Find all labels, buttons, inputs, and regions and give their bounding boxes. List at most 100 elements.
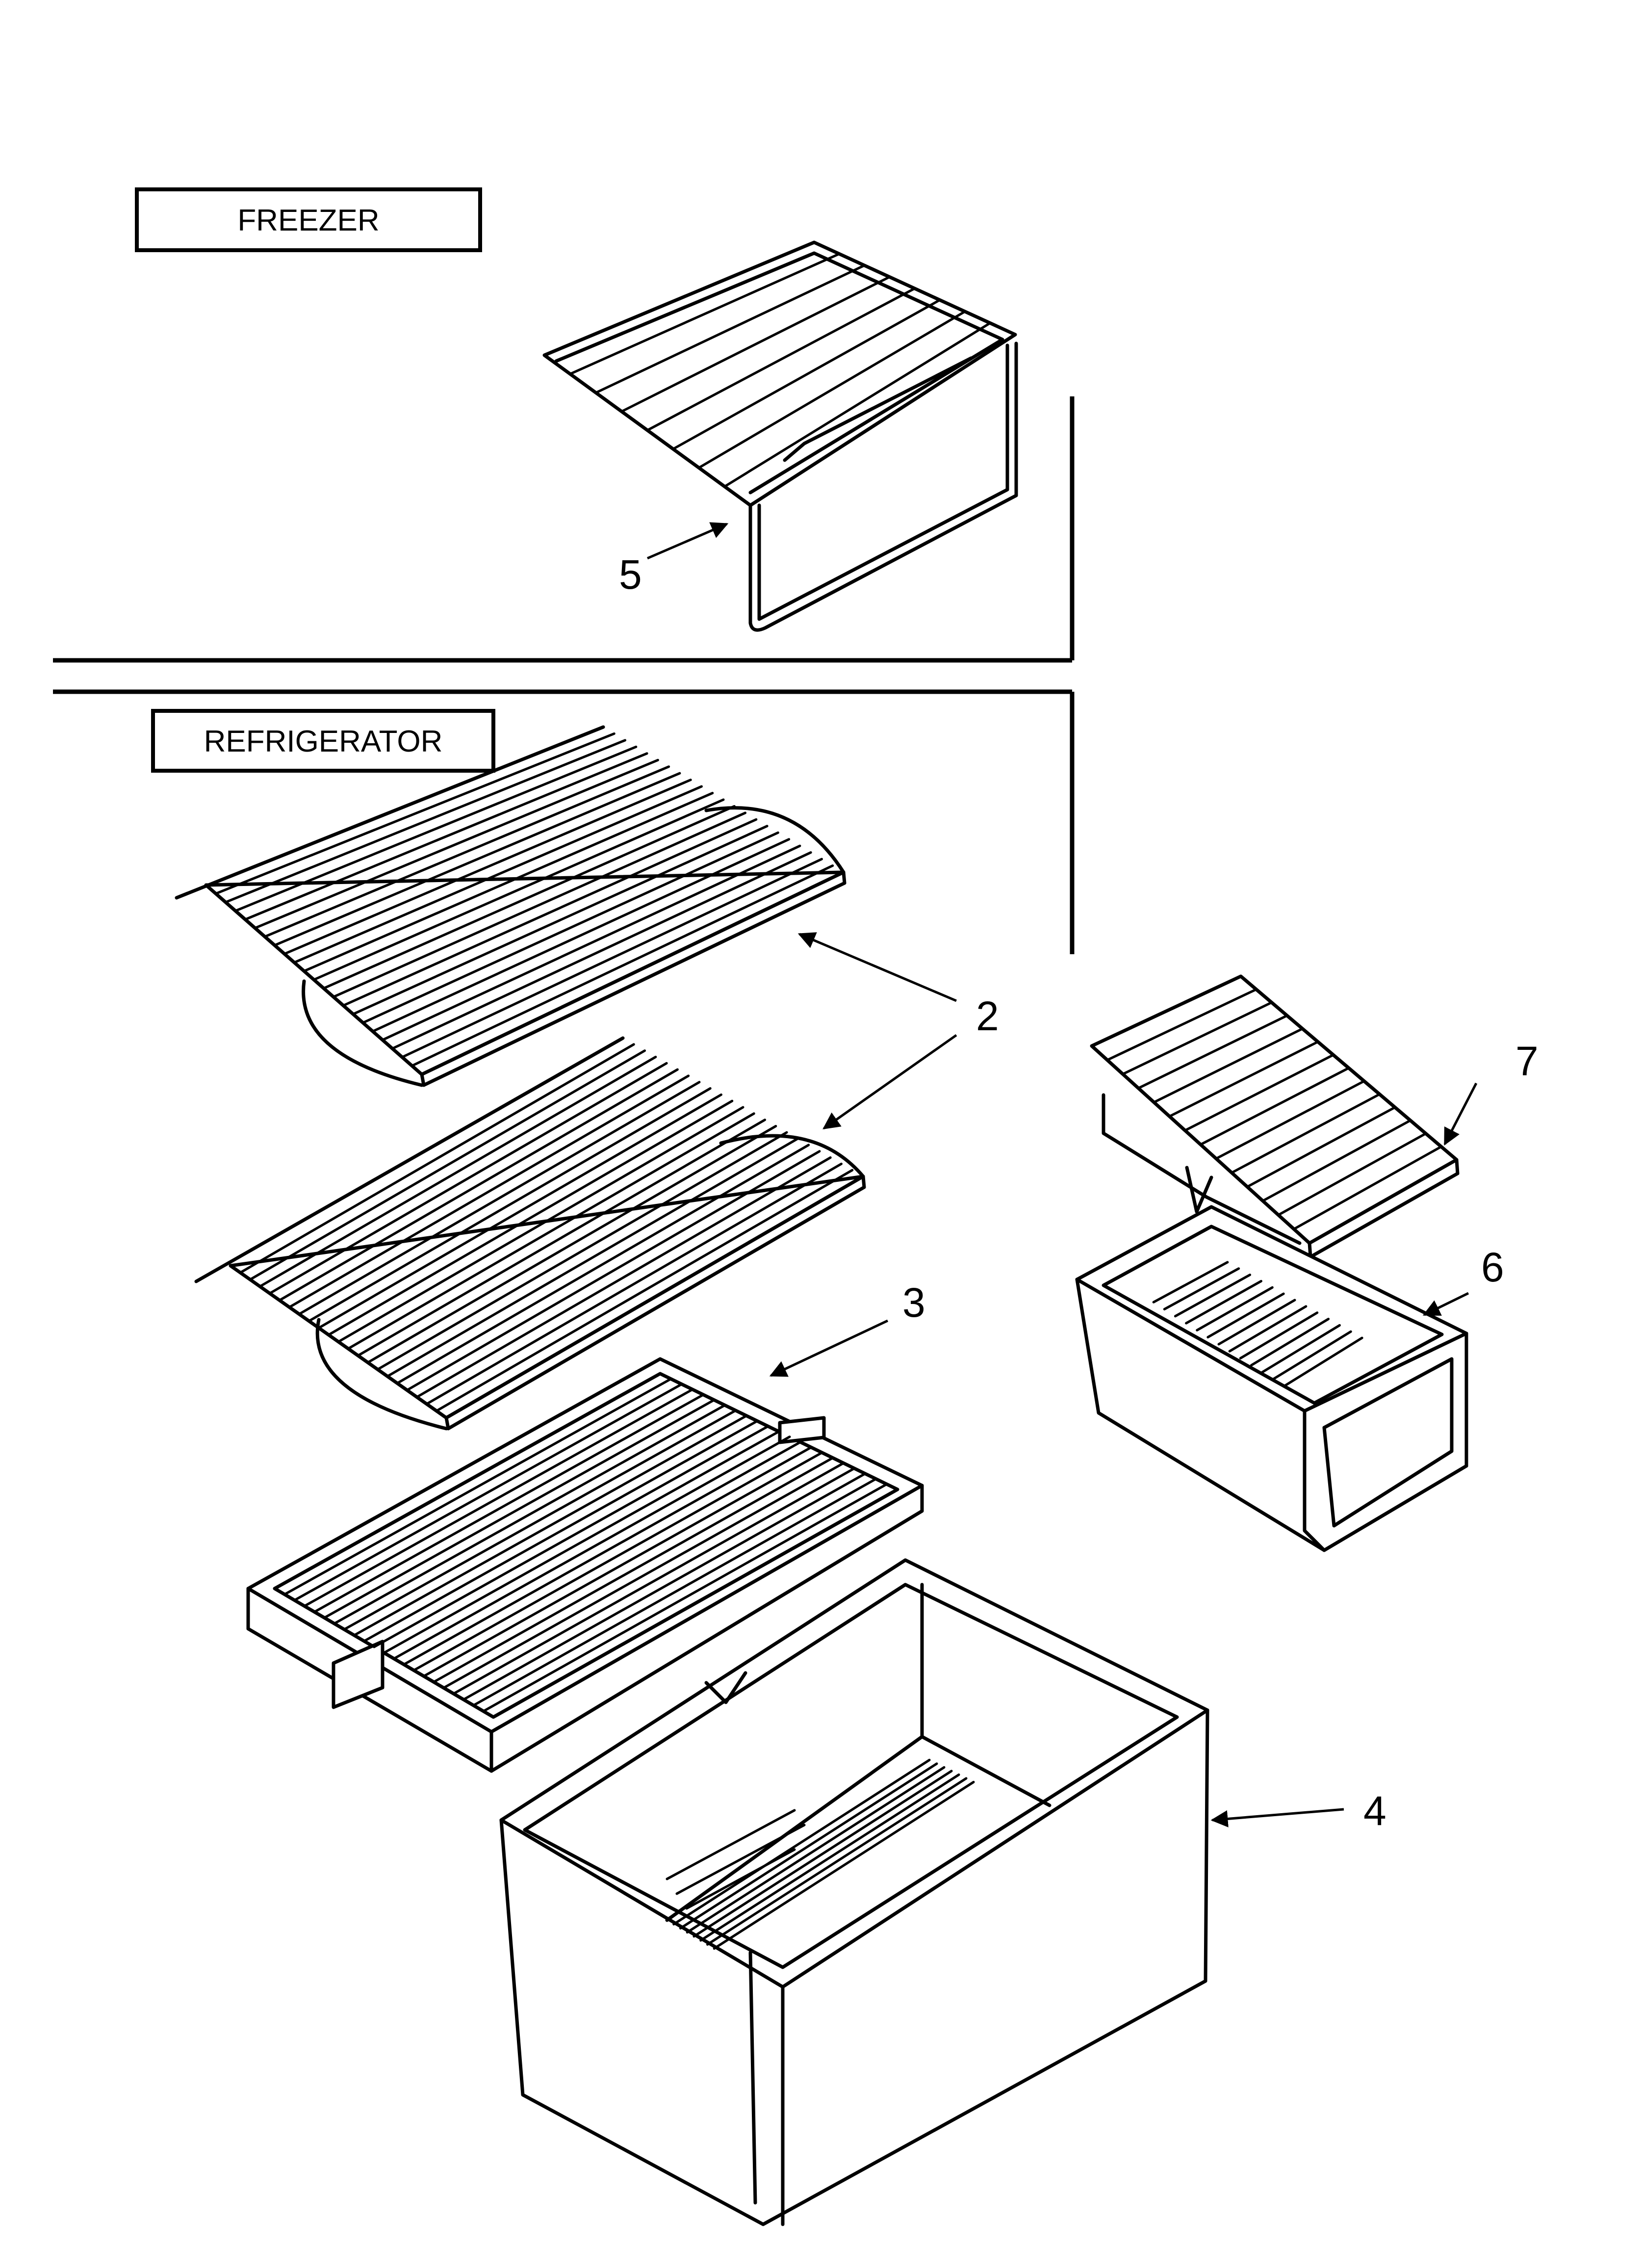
deli-drawer-rib (1163, 1267, 1240, 1311)
lower-shelf-rod (415, 1156, 832, 1399)
crisper-cover-rib (283, 1378, 672, 1596)
upper-shelf-rod (214, 732, 616, 895)
deli-shelf-rod (1199, 1067, 1350, 1146)
leader-7 (1443, 1082, 1478, 1146)
crisper-pan-rib (686, 1766, 946, 1934)
freezer-shelf-rods (569, 253, 992, 488)
leader-5 (647, 522, 729, 560)
freezer-shelf-rod (672, 299, 941, 450)
freezer-shelf-rod (697, 310, 966, 469)
crisper-cover-rib (383, 1430, 780, 1654)
lower-shelf-rod (376, 1131, 788, 1371)
crisper-cover-ribs (283, 1378, 888, 1713)
deli-drawer-rib (1174, 1274, 1252, 1318)
deli-shelf-rod (1121, 1001, 1273, 1075)
freezer-section-border (53, 396, 1075, 663)
deli-shelf-rod (1153, 1027, 1304, 1104)
callout-7: 7 (1515, 1038, 1539, 1084)
crisper-cover-rib (373, 1425, 770, 1648)
lower-shelf-rod (366, 1124, 777, 1364)
upper-shelf-rod (332, 811, 747, 998)
crisper-cover-rib (333, 1404, 726, 1625)
deli-shelf-rod (1183, 1053, 1335, 1132)
upper-shelf-rod (263, 765, 670, 938)
deli-drawer-rib (1261, 1324, 1341, 1374)
upper-shelf-rod (342, 818, 758, 1007)
freezer-wire-shelf (542, 240, 1018, 632)
callout-3: 3 (902, 1279, 925, 1326)
lower-shelf-rod (278, 1068, 679, 1302)
upper-shelf-rods (214, 732, 834, 1067)
lower-shelf-rod (357, 1119, 767, 1357)
deli-shelf-rod (1292, 1145, 1443, 1230)
upper-shelf-rod (244, 752, 648, 921)
callout-6: 6 (1481, 1244, 1504, 1290)
leader-lines (647, 522, 1478, 1827)
crisper-cover-rib (412, 1446, 813, 1672)
upper-shelf-rod (352, 825, 769, 1016)
upper-shelf-rod (410, 864, 834, 1067)
leader-2-lower (822, 1034, 957, 1130)
upper-shelf-rod (283, 779, 692, 955)
deli-shelf-rod (1215, 1080, 1365, 1160)
upper-shelf-rod (391, 851, 812, 1050)
lower-shelf-rod (347, 1112, 755, 1350)
crisper-pan-rib (679, 1762, 938, 1929)
upper-shelf-rod (234, 745, 638, 912)
deli-drawer-rib (1206, 1292, 1285, 1339)
upper-shelf-rod (312, 798, 725, 981)
callout-2: 2 (976, 993, 999, 1039)
upper-shelf-rod (254, 758, 659, 930)
upper-wire-shelf (175, 725, 847, 1087)
crisper-cover-rib (452, 1467, 856, 1695)
leader-3 (769, 1319, 889, 1377)
upper-shelf-rod (293, 785, 703, 964)
deli-drawer-rib (1228, 1305, 1308, 1353)
deli-drawer-rib (1152, 1261, 1229, 1303)
deli-drawer-ribs (1152, 1261, 1363, 1388)
deli-shelf-rods (1106, 988, 1443, 1230)
deli-drawer-rib (1239, 1311, 1319, 1360)
crisper-cover-rib (343, 1409, 737, 1631)
lower-shelf-rod (317, 1093, 722, 1330)
crisper-pan (499, 1558, 1209, 2226)
refrigerator-section-border (53, 689, 1075, 954)
deli-shelf (1090, 974, 1460, 1259)
upper-shelf-rod (303, 792, 714, 972)
crisper-cover-tray (246, 1357, 924, 1773)
lower-shelf-rod (406, 1150, 821, 1392)
crisper-cover-rib (472, 1478, 877, 1707)
lower-shelf-rod (308, 1087, 712, 1323)
crisper-cover-rib (303, 1388, 694, 1608)
freezer-label-box: FREEZER (135, 187, 482, 252)
callout-numbers: 5 2 3 4 6 7 (619, 551, 1539, 1834)
deli-drawer-rib (1272, 1330, 1352, 1381)
crisper-cover-rib (422, 1451, 823, 1678)
lower-wire-shelf (194, 1036, 866, 1431)
crisper-cover-rib (323, 1399, 716, 1619)
crisper-pan-ribs (672, 1759, 975, 1950)
crisper-cover-rib (403, 1440, 802, 1666)
upper-shelf-rod (273, 772, 681, 947)
lower-shelf-rod (435, 1169, 854, 1412)
deli-shelf-rod (1277, 1132, 1427, 1217)
upper-shelf-rod (401, 858, 823, 1059)
freezer-shelf-rod (723, 322, 992, 488)
crisper-cover-rib (353, 1414, 748, 1637)
lower-shelf-rod (337, 1106, 744, 1343)
deli-drawer-rib (1283, 1336, 1363, 1388)
lower-shelf-rod (239, 1043, 635, 1274)
deli-drawer-rib (1185, 1279, 1262, 1325)
lower-shelf-rod (298, 1081, 701, 1316)
lower-shelf-rod (327, 1099, 734, 1336)
callout-4: 4 (1363, 1788, 1386, 1834)
freezer-shelf-rod (646, 287, 916, 432)
lower-shelf-rod (268, 1062, 668, 1295)
deli-shelf-rod (1137, 1014, 1288, 1090)
crisper-pan-rib (693, 1770, 953, 1938)
crisper-cover-rib (392, 1435, 791, 1660)
lower-shelf-rod (396, 1144, 810, 1385)
leader-2-upper (797, 932, 957, 1002)
upper-shelf-rod (224, 739, 627, 904)
